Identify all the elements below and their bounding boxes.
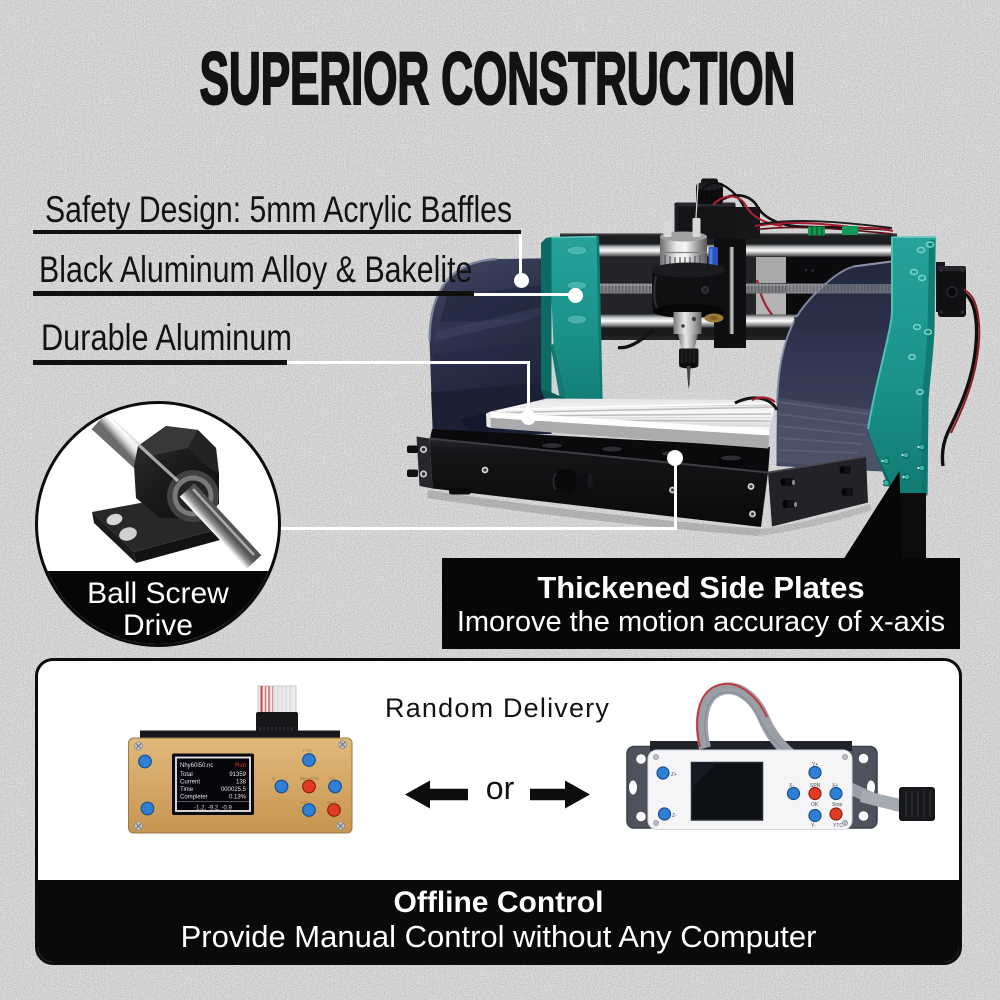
svg-text:Y+/A: Y+/A bbox=[302, 748, 312, 753]
svg-text:-1.2, -9.2, -0.9: -1.2, -9.2, -0.9 bbox=[194, 806, 232, 812]
svg-text:Total: Total bbox=[180, 772, 193, 778]
svg-text:Stop: Stop bbox=[327, 800, 337, 805]
svg-text:000025.5: 000025.5 bbox=[221, 787, 247, 793]
svg-text:Nhy60i50.nc: Nhy60i50.nc bbox=[180, 763, 213, 769]
svg-text:138: 138 bbox=[236, 780, 247, 786]
svg-text:Z-: Z- bbox=[672, 813, 677, 819]
svg-text:Run: Run bbox=[235, 763, 246, 769]
svg-text:Y-: Y- bbox=[811, 823, 816, 829]
svg-text:0.13%: 0.13% bbox=[229, 795, 247, 801]
svg-text:Y-/Z-: Y-/Z- bbox=[300, 800, 310, 805]
svg-text:91359: 91359 bbox=[229, 772, 246, 778]
svg-text:OK: OK bbox=[811, 802, 819, 808]
svg-text:Completer: Completer bbox=[180, 795, 208, 801]
svg-text:SPN: SPN bbox=[810, 783, 821, 789]
svg-text:X-: X- bbox=[789, 783, 794, 789]
svg-text:X-: X- bbox=[272, 776, 277, 781]
svg-text:X+: X+ bbox=[329, 776, 335, 781]
svg-text:Stop: Stop bbox=[832, 802, 843, 808]
svg-text:Y+: Y+ bbox=[812, 762, 818, 768]
svg-text:Time: Time bbox=[180, 787, 194, 793]
svg-text:Z+: Z+ bbox=[671, 772, 677, 778]
svg-text:Current: Current bbox=[180, 780, 200, 786]
svg-text:X+: X+ bbox=[832, 783, 838, 789]
svg-text:Menu/OK: Menu/OK bbox=[300, 776, 319, 781]
svg-text:YTC: YTC bbox=[833, 823, 843, 829]
